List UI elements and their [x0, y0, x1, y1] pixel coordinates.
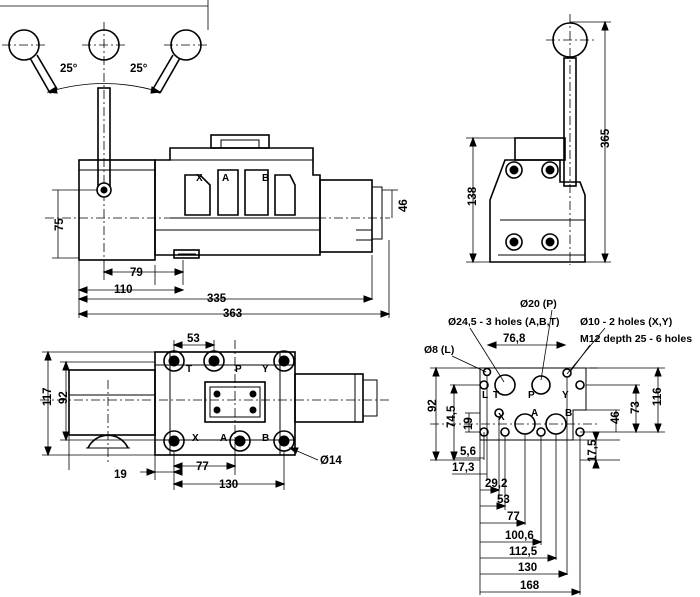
hole-d14-label: Ø14 [320, 455, 342, 467]
angle-right-label: 25° [130, 63, 148, 75]
dim-365: 365 [600, 128, 612, 148]
if-port-p: P [528, 390, 535, 401]
dim-74-5: 74,5 [446, 405, 458, 428]
dim-116: 116 [652, 387, 664, 406]
angle-left-label: 25° [60, 63, 78, 75]
dim-335: 335 [207, 293, 227, 305]
if-port-y: Y [562, 390, 569, 401]
dim-92-if: 92 [427, 399, 439, 412]
top-port-y: Y [262, 364, 269, 375]
dim-130-top: 130 [219, 479, 238, 491]
side-view: 138 365 [466, 14, 612, 265]
dim-19-if: 19 [463, 417, 475, 430]
note-d8: Ø8 (L) [424, 344, 454, 356]
dim-46-front: 46 [398, 199, 410, 212]
lever-knob-right [152, 29, 208, 94]
interface-view: Ø20 (P) Ø24,5 - 3 holes (A,B,T) Ø10 - 2 … [424, 298, 692, 596]
top-view: T P Y X A B 53 117 92 19 [40, 333, 390, 491]
note-d24: Ø24,5 - 3 holes (A,B,T) [448, 316, 559, 328]
dim-76-8: 76,8 [503, 333, 526, 345]
lever-knob-center [82, 22, 126, 265]
dim-363: 363 [223, 308, 242, 320]
lever-knob-left [2, 29, 58, 94]
dim-79: 79 [130, 267, 143, 279]
if-port-t: T [493, 390, 499, 401]
dim-168: 168 [520, 580, 540, 592]
dim-110: 110 [114, 284, 133, 296]
dim-117: 117 [42, 387, 54, 406]
dim-112-5: 112,5 [509, 546, 538, 558]
front-port-x: X [196, 173, 203, 184]
if-port-b: B [565, 408, 572, 419]
top-port-x: X [192, 433, 199, 444]
note-d10: Ø10 - 2 holes (X,Y) [580, 316, 672, 328]
dim-53-if: 53 [497, 494, 510, 506]
dim-138: 138 [467, 186, 479, 206]
front-port-a: A [222, 173, 229, 184]
dim-130-if: 130 [518, 562, 537, 574]
dim-17-3: 17,3 [452, 462, 474, 474]
dim-73: 73 [630, 401, 642, 414]
top-port-t: T [186, 364, 192, 375]
dim-92-top: 92 [58, 391, 70, 404]
dim-53-top: 53 [187, 333, 200, 345]
front-port-b: B [262, 173, 269, 184]
note-m12: M12 depth 25 - 6 holes [580, 333, 692, 345]
dim-19-top: 19 [114, 469, 127, 481]
dim-17-5: 17,5 [587, 439, 599, 462]
front-view: 25° 25° X A B [0, 0, 410, 320]
if-port-a: A [531, 408, 538, 419]
dim-46-if: 46 [610, 411, 622, 424]
top-port-p: P [235, 364, 242, 375]
dim-5-6: 5,6 [460, 446, 476, 458]
dim-77-top: 77 [196, 461, 209, 473]
note-d20: Ø20 (P) [520, 298, 557, 310]
dim-29-2: 29,2 [485, 478, 507, 490]
dim-100-6: 100,6 [505, 530, 534, 542]
top-port-a: A [220, 433, 227, 444]
if-port-x: X [498, 412, 505, 423]
dim-75: 75 [54, 218, 66, 231]
top-port-b: B [262, 433, 269, 444]
dim-77-if: 77 [507, 511, 520, 523]
if-port-l: L [482, 390, 488, 401]
